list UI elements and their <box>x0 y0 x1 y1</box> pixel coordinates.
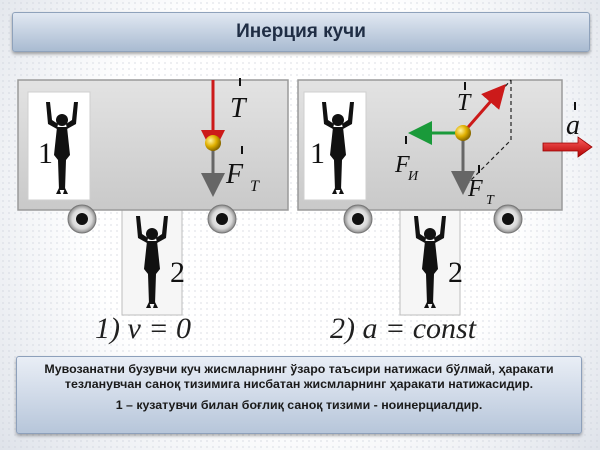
force-label-fi-sub: И <box>407 169 419 184</box>
ground-observer-1-label: 2 <box>170 256 185 289</box>
wagon-observer-1-label: 1 <box>38 137 53 170</box>
vector-mark-t-2 <box>464 82 466 90</box>
force-label-t-1: T <box>230 93 248 124</box>
caption-2: 2) a = const <box>330 312 476 346</box>
vector-mark-a <box>574 102 576 110</box>
info-line-1: Мувозанатни бузувчи куч жисмларнинг ўзар… <box>44 362 554 391</box>
page-title-text: Инерция кучи <box>236 21 366 42</box>
caption-1: 1) v = 0 <box>95 312 191 346</box>
info-box: Мувозанатни бузувчи куч жисмларнинг ўзар… <box>16 356 582 434</box>
acceleration-arrow <box>542 136 593 158</box>
wheel-2-left-hub <box>352 213 364 225</box>
caption-2-num: 2) <box>330 312 355 345</box>
force-label-ft-1: F <box>225 159 244 190</box>
force-label-fi: F <box>394 152 410 178</box>
force-label-t-2: T <box>457 90 472 116</box>
wheel-2-right-hub <box>502 213 514 225</box>
vector-mark-ft-2 <box>478 165 480 173</box>
wheel-1-left-hub <box>76 213 88 225</box>
vector-mark-t-1 <box>239 78 241 86</box>
caption-2-eq: a = const <box>362 312 477 345</box>
panel-1 <box>17 78 289 316</box>
vector-mark-ft-1 <box>241 146 243 154</box>
force-label-ft-2-sub: T <box>486 193 495 208</box>
ground-observer-2-label: 2 <box>448 256 463 289</box>
vector-mark-fi <box>405 136 407 144</box>
ball-2 <box>455 125 471 141</box>
caption-1-num: 1) <box>95 312 120 345</box>
panel-2 <box>297 79 593 316</box>
ball-1 <box>205 135 221 151</box>
wheel-1-right-hub <box>216 213 228 225</box>
page-title: Инерция кучи <box>12 12 590 52</box>
accel-label: a <box>566 110 580 141</box>
info-line-2: 1 – кузатувчи билан боғлиқ саноқ тизими … <box>115 398 483 412</box>
tension-arrow-2 <box>461 83 506 134</box>
wagon-observer-2-label: 1 <box>310 137 325 170</box>
force-label-ft-2: F <box>467 176 483 202</box>
caption-1-eq: v = 0 <box>127 312 192 345</box>
force-label-ft-1-sub: T <box>250 178 260 195</box>
